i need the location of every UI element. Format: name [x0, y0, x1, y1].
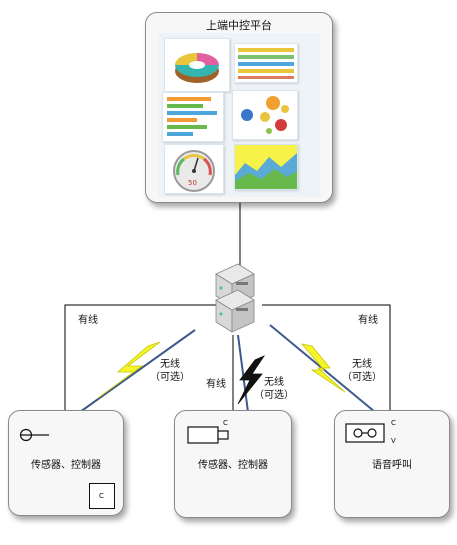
wireless-label-center-line2: （可选）: [254, 390, 294, 401]
wired-link-left: [64, 304, 218, 412]
device-card-sensor-controller-1: 传感器、控制器 C: [8, 410, 124, 516]
device-label: 语音呼叫: [372, 460, 412, 471]
lightning-bolt-right: [300, 343, 346, 393]
wireless-label-center: 无线 （可选）: [254, 376, 294, 402]
device-label: 传感器、控制器: [31, 460, 101, 471]
wireless-label-left-line1: 无线: [160, 359, 180, 370]
platform-title: 上端中控平台: [206, 19, 272, 32]
wireless-label-right: 无线 （可选）: [342, 358, 382, 384]
cassette-speaker-icon: [345, 423, 385, 443]
gauge-value: 50: [188, 179, 197, 187]
controller-box-icon: C: [89, 483, 115, 509]
horizontal-bar-chart-icon: [162, 92, 224, 142]
device-letter: C: [99, 492, 104, 500]
wired-label-right: 有线: [358, 315, 378, 326]
gauge-icon: 50: [164, 144, 224, 194]
device-letter-secondary: V: [391, 437, 396, 445]
donut-chart-icon: [164, 38, 230, 92]
device-letter: C: [391, 419, 396, 427]
area-chart-icon: [234, 144, 298, 190]
wired-label-left: 有线: [78, 315, 98, 326]
stacked-bar-table-icon: [234, 43, 298, 83]
wireless-label-left-line2: （可选）: [150, 372, 190, 383]
lightning-bolt-left: [97, 341, 161, 399]
device-card-sensor-controller-2: C 传感器、控制器: [174, 410, 292, 518]
lightning-bolt-center: [237, 355, 266, 405]
server-stack-icon: [208, 262, 260, 336]
device-card-voice-call: C V 语音呼叫: [334, 410, 450, 518]
wireless-label-right-line2: （可选）: [342, 372, 382, 383]
wireless-label-center-line1: 无线: [264, 377, 284, 388]
wireless-beam-left: [79, 329, 196, 413]
wireless-beam-center: [237, 334, 249, 413]
wired-link-right: [262, 304, 391, 412]
wireless-label-left: 无线 （可选）: [150, 358, 190, 384]
wired-label-center: 有线: [206, 379, 226, 390]
wireless-label-right-line1: 无线: [352, 359, 372, 370]
central-platform-panel: 上端中控平台: [145, 12, 333, 203]
camera-sensor-icon: [187, 423, 231, 447]
sensor-icon: [17, 427, 51, 442]
device-label: 传感器、控制器: [198, 460, 268, 471]
bubble-chart-icon: [232, 90, 298, 140]
device-letter: C: [223, 419, 228, 427]
